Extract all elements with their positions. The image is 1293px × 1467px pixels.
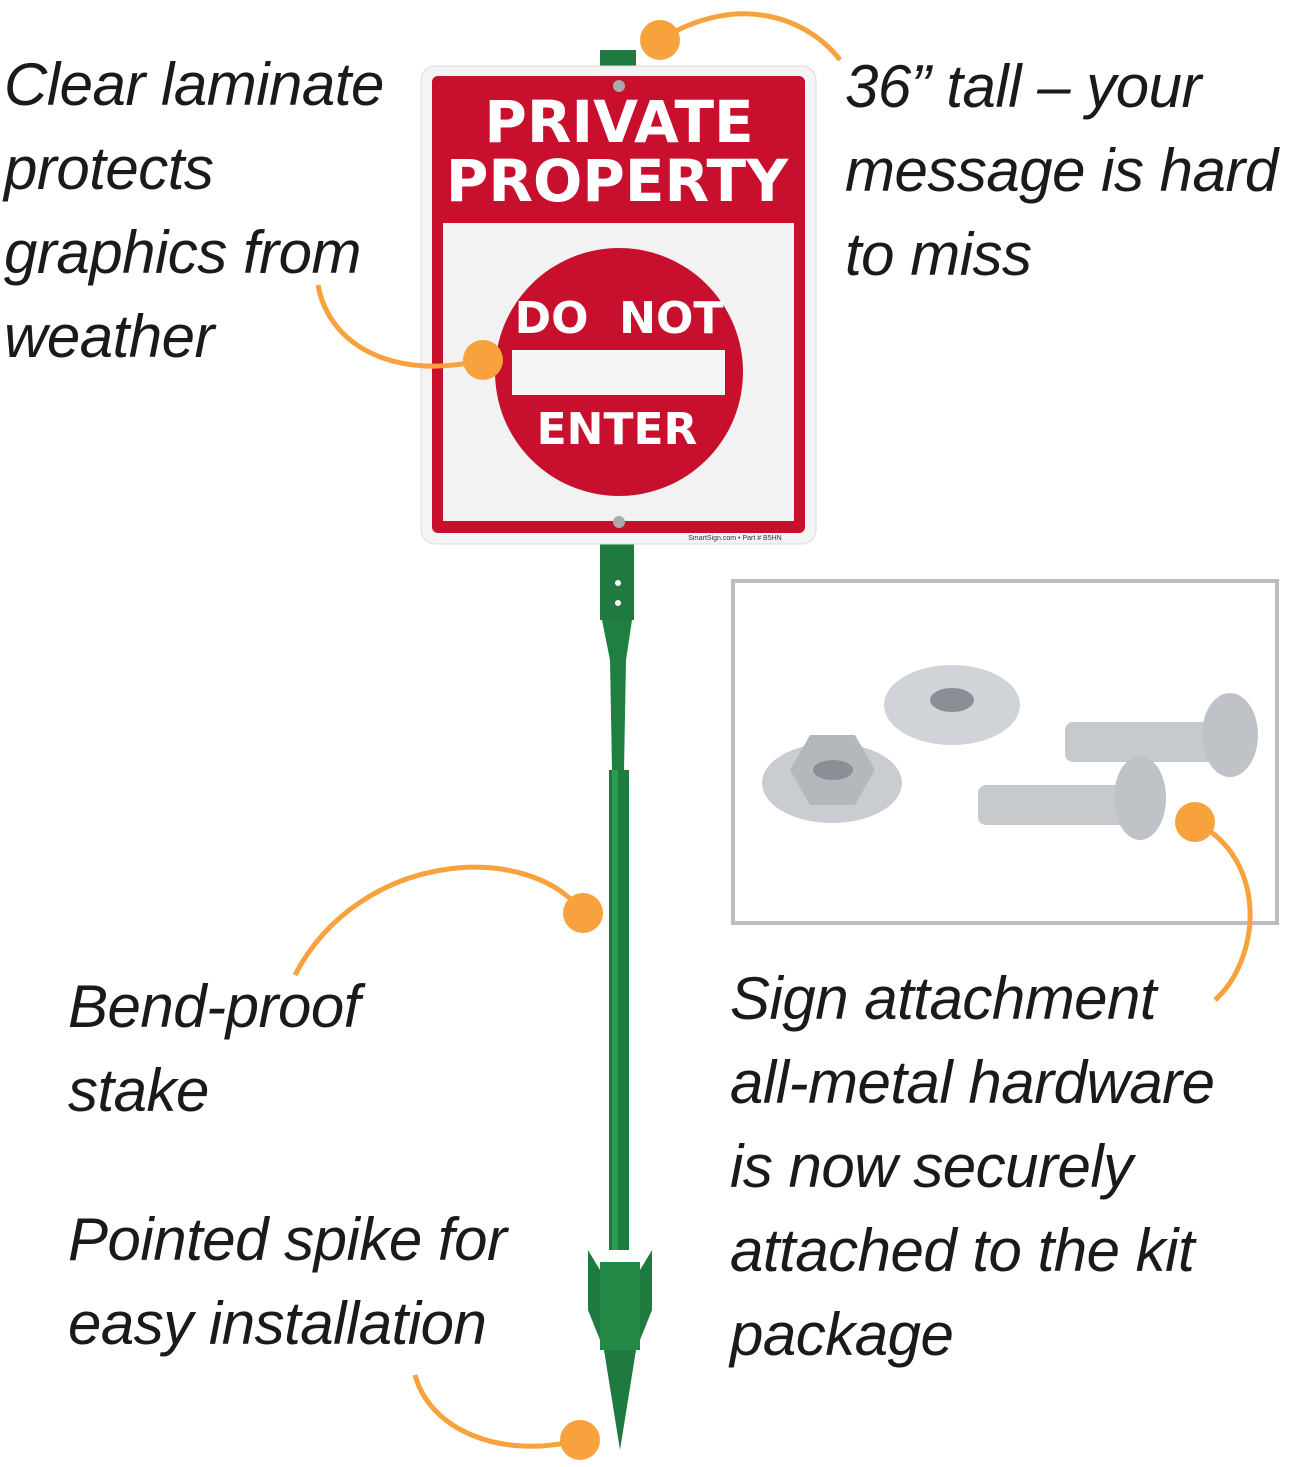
callout-connectors (292, 11, 1253, 1449)
callout-dots (463, 20, 1215, 1460)
sign-title-line1: PRIVATE (484, 88, 753, 156)
sign-symbol-top: DO NOT (515, 293, 724, 344)
sign-title-line2: PROPERTY (446, 147, 789, 215)
callout-hardware: Sign attachment all-metal hardware is no… (730, 965, 1215, 1368)
callout-height: 36” tall – your message is hard to miss (845, 53, 1278, 288)
sign-symbol-bottom: ENTER (537, 404, 698, 455)
callout-laminate: Clear laminate protects graphics from we… (4, 51, 384, 370)
stake (588, 50, 652, 1450)
sign-footer: SmartSign.com • Part # B5HN (688, 535, 781, 542)
callout-stake: Bend-proof stake (68, 973, 360, 1124)
callout-spike: Pointed spike for easy installation (68, 1206, 507, 1357)
hardware-photo (731, 579, 1279, 925)
sign: PRIVATE PROPERTY DO NOT ENTER SmartSign.… (420, 65, 817, 545)
